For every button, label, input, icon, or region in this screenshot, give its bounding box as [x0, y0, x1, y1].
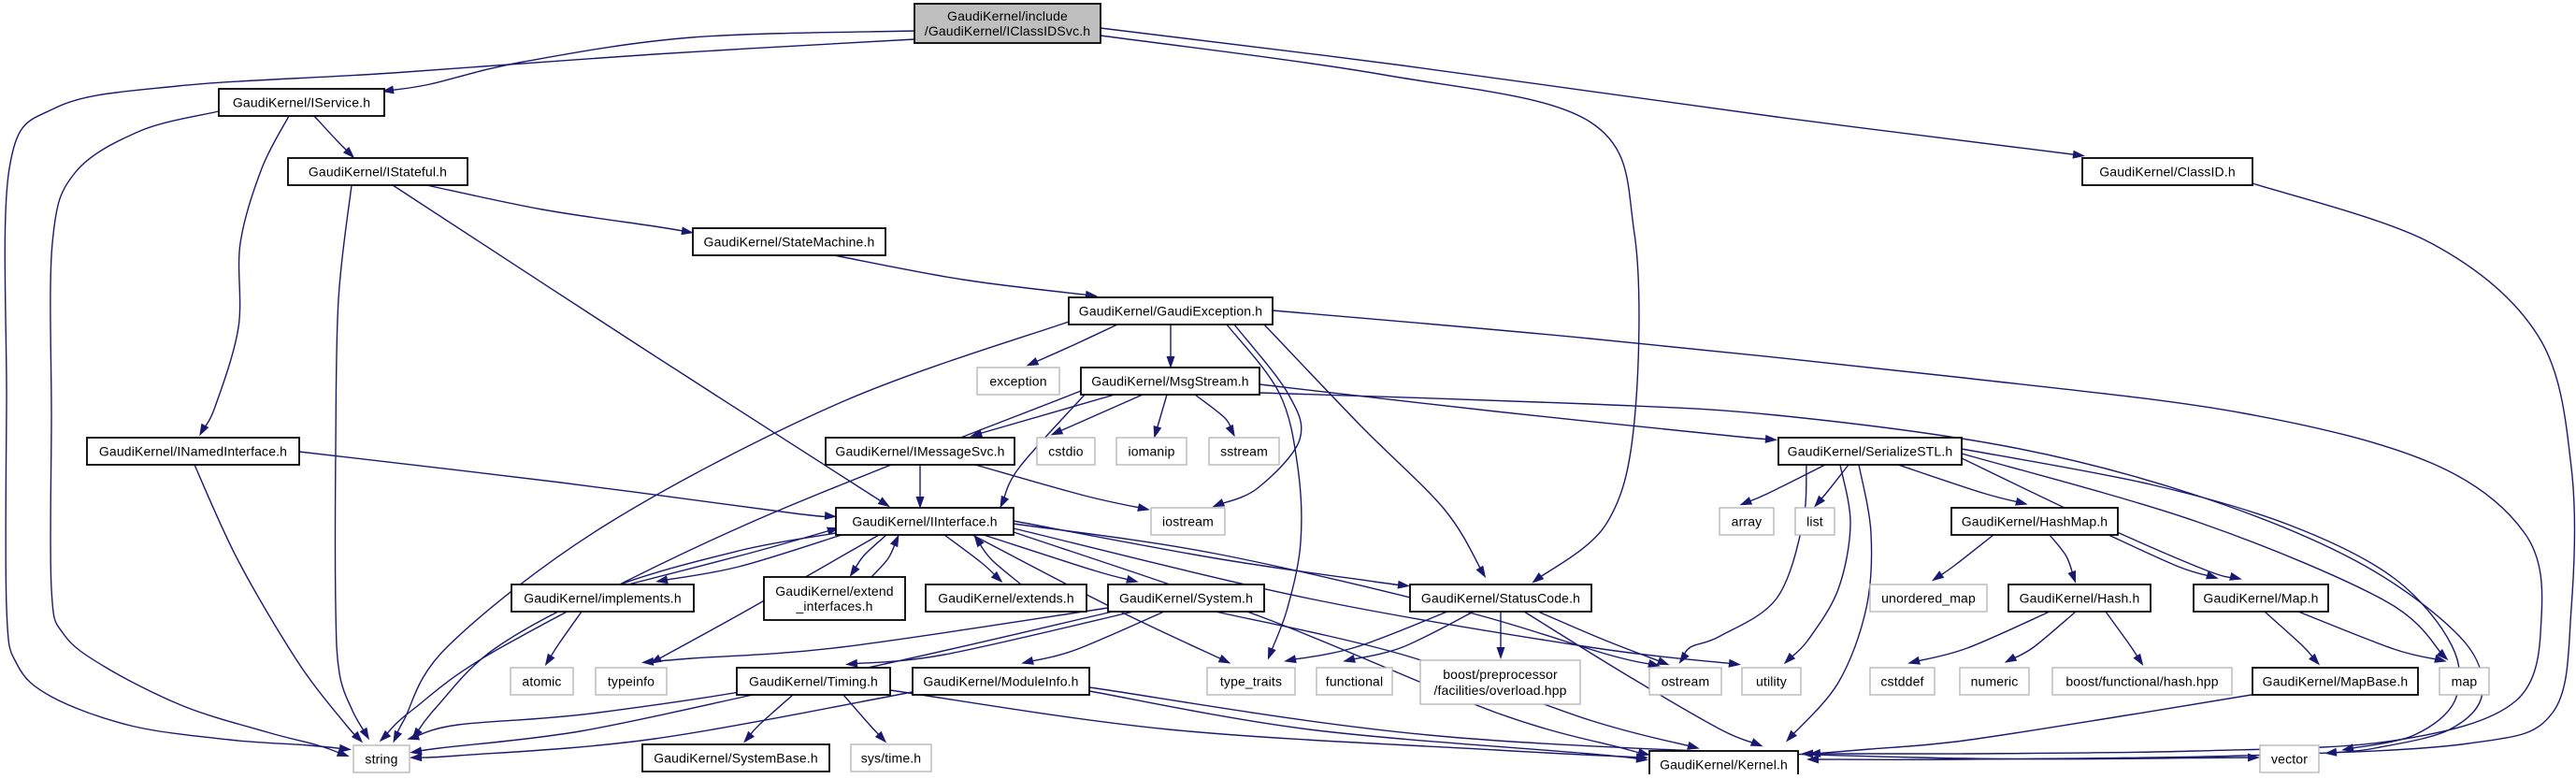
svg-text:numeric: numeric — [1971, 674, 2019, 689]
svg-text:GaudiKernel/IMessageSvc.h: GaudiKernel/IMessageSvc.h — [835, 444, 1004, 459]
svg-text:sstream: sstream — [1220, 444, 1268, 459]
svg-text:GaudiKernel/Map.h: GaudiKernel/Map.h — [2203, 591, 2318, 606]
svg-text:functional: functional — [1326, 674, 1383, 689]
svg-text:GaudiKernel/ClassID.h: GaudiKernel/ClassID.h — [2099, 165, 2236, 180]
svg-text:GaudiKernel/extends.h: GaudiKernel/extends.h — [938, 591, 1074, 606]
svg-text:ostream: ostream — [1662, 674, 1710, 689]
svg-text:GaudiKernel/IInterface.h: GaudiKernel/IInterface.h — [852, 514, 997, 529]
svg-text:unordered_map: unordered_map — [1881, 591, 1976, 606]
svg-text:/facilities/overload.hpp: /facilities/overload.hpp — [1433, 683, 1566, 698]
svg-text:GaudiKernel/Hash.h: GaudiKernel/Hash.h — [2020, 591, 2140, 606]
svg-text:cstddef: cstddef — [1880, 674, 1923, 689]
svg-text:exception: exception — [989, 374, 1046, 389]
svg-text:GaudiKernel/MapBase.h: GaudiKernel/MapBase.h — [2263, 674, 2409, 689]
svg-text:boost/functional/hash.hpp: boost/functional/hash.hpp — [2065, 674, 2218, 689]
svg-text:GaudiKernel/StatusCode.h: GaudiKernel/StatusCode.h — [1421, 591, 1580, 606]
svg-text:GaudiKernel/HashMap.h: GaudiKernel/HashMap.h — [1962, 514, 2108, 529]
svg-text:string: string — [365, 752, 397, 767]
svg-text:list: list — [1806, 514, 1823, 529]
svg-text:sys/time.h: sys/time.h — [861, 751, 922, 766]
svg-text:GaudiKernel/MsgStream.h: GaudiKernel/MsgStream.h — [1091, 374, 1248, 389]
svg-text:GaudiKernel/implements.h: GaudiKernel/implements.h — [524, 591, 682, 606]
svg-text:GaudiKernel/SerializeSTL.h: GaudiKernel/SerializeSTL.h — [1788, 444, 1953, 459]
svg-text:map: map — [2452, 674, 2478, 689]
svg-text:boost/preprocessor: boost/preprocessor — [1443, 667, 1558, 682]
svg-text:utility: utility — [1756, 674, 1787, 689]
svg-text:GaudiKernel/StateMachine.h: GaudiKernel/StateMachine.h — [704, 235, 875, 250]
svg-text:/GaudiKernel/IClassIDSvc.h: /GaudiKernel/IClassIDSvc.h — [925, 23, 1090, 38]
svg-text:GaudiKernel/extend: GaudiKernel/extend — [775, 584, 893, 599]
svg-text:typeinfo: typeinfo — [608, 674, 655, 689]
svg-text:atomic: atomic — [522, 674, 561, 689]
svg-text:GaudiKernel/GaudiException.h: GaudiKernel/GaudiException.h — [1079, 304, 1262, 319]
svg-text:iomanip: iomanip — [1128, 444, 1174, 459]
svg-text:vector: vector — [2271, 752, 2308, 767]
svg-text:GaudiKernel/ModuleInfo.h: GaudiKernel/ModuleInfo.h — [923, 674, 1078, 689]
svg-text:GaudiKernel/SystemBase.h: GaudiKernel/SystemBase.h — [654, 751, 818, 766]
svg-text:GaudiKernel/INamedInterface.h: GaudiKernel/INamedInterface.h — [99, 444, 287, 459]
svg-text:GaudiKernel/IStateful.h: GaudiKernel/IStateful.h — [309, 165, 447, 180]
svg-text:GaudiKernel/Timing.h: GaudiKernel/Timing.h — [749, 674, 878, 689]
svg-text:GaudiKernel/System.h: GaudiKernel/System.h — [1119, 591, 1253, 606]
svg-text:cstdio: cstdio — [1048, 444, 1084, 459]
svg-text:GaudiKernel/IService.h: GaudiKernel/IService.h — [233, 95, 370, 110]
svg-text:_interfaces.h: _interfaces.h — [795, 599, 872, 613]
svg-text:iostream: iostream — [1162, 514, 1214, 529]
svg-text:array: array — [1732, 514, 1763, 529]
svg-text:GaudiKernel/include: GaudiKernel/include — [947, 8, 1068, 23]
svg-text:GaudiKernel/Kernel.h: GaudiKernel/Kernel.h — [1660, 757, 1788, 772]
svg-text:type_traits: type_traits — [1220, 674, 1282, 689]
